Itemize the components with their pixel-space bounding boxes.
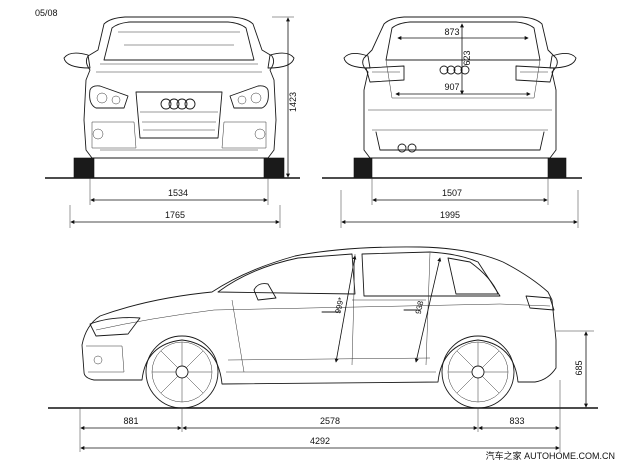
front-track-label: 1534: [168, 188, 188, 198]
audi-rings-rear: [439, 65, 470, 75]
side-overhang-front-label: 881: [123, 416, 138, 426]
side-rear-wheel: [441, 335, 515, 409]
rear-left-tire: [353, 157, 373, 179]
side-overhang-rear-label: 833: [509, 416, 524, 426]
front-height-label: 1423: [288, 92, 298, 112]
audi-rings-front: [160, 98, 196, 110]
side-view: 999* 938 685 881 2578 833 4292: [48, 246, 598, 452]
front-right-tire: [263, 157, 285, 179]
drawing-date: 05/08: [35, 8, 58, 18]
rear-track-label: 1507: [442, 188, 462, 198]
side-roof-front-label: 999*: [333, 296, 345, 314]
side-length-label: 4292: [310, 436, 330, 446]
rear-right-tire: [547, 157, 567, 179]
rear-hatch-bottom-label: 907: [444, 82, 459, 92]
rear-view: 873 623 907 1507 1995: [322, 16, 582, 228]
front-left-tire: [73, 157, 95, 179]
side-height-right-label: 685: [574, 360, 584, 375]
side-wheelbase-label: 2578: [320, 416, 340, 426]
side-front-wheel: [145, 335, 219, 409]
front-width-label: 1765: [165, 210, 185, 220]
side-roof-rear-label: 938: [414, 299, 426, 314]
watermark: 汽车之家 AUTOHOME.COM.CN: [486, 450, 615, 461]
rear-width-label: 1995: [440, 210, 460, 220]
rear-hatch-height-label: 623: [462, 50, 472, 65]
rear-hatch-top-label: 873: [444, 27, 459, 37]
front-view: 1423 1534 1765: [45, 16, 300, 228]
